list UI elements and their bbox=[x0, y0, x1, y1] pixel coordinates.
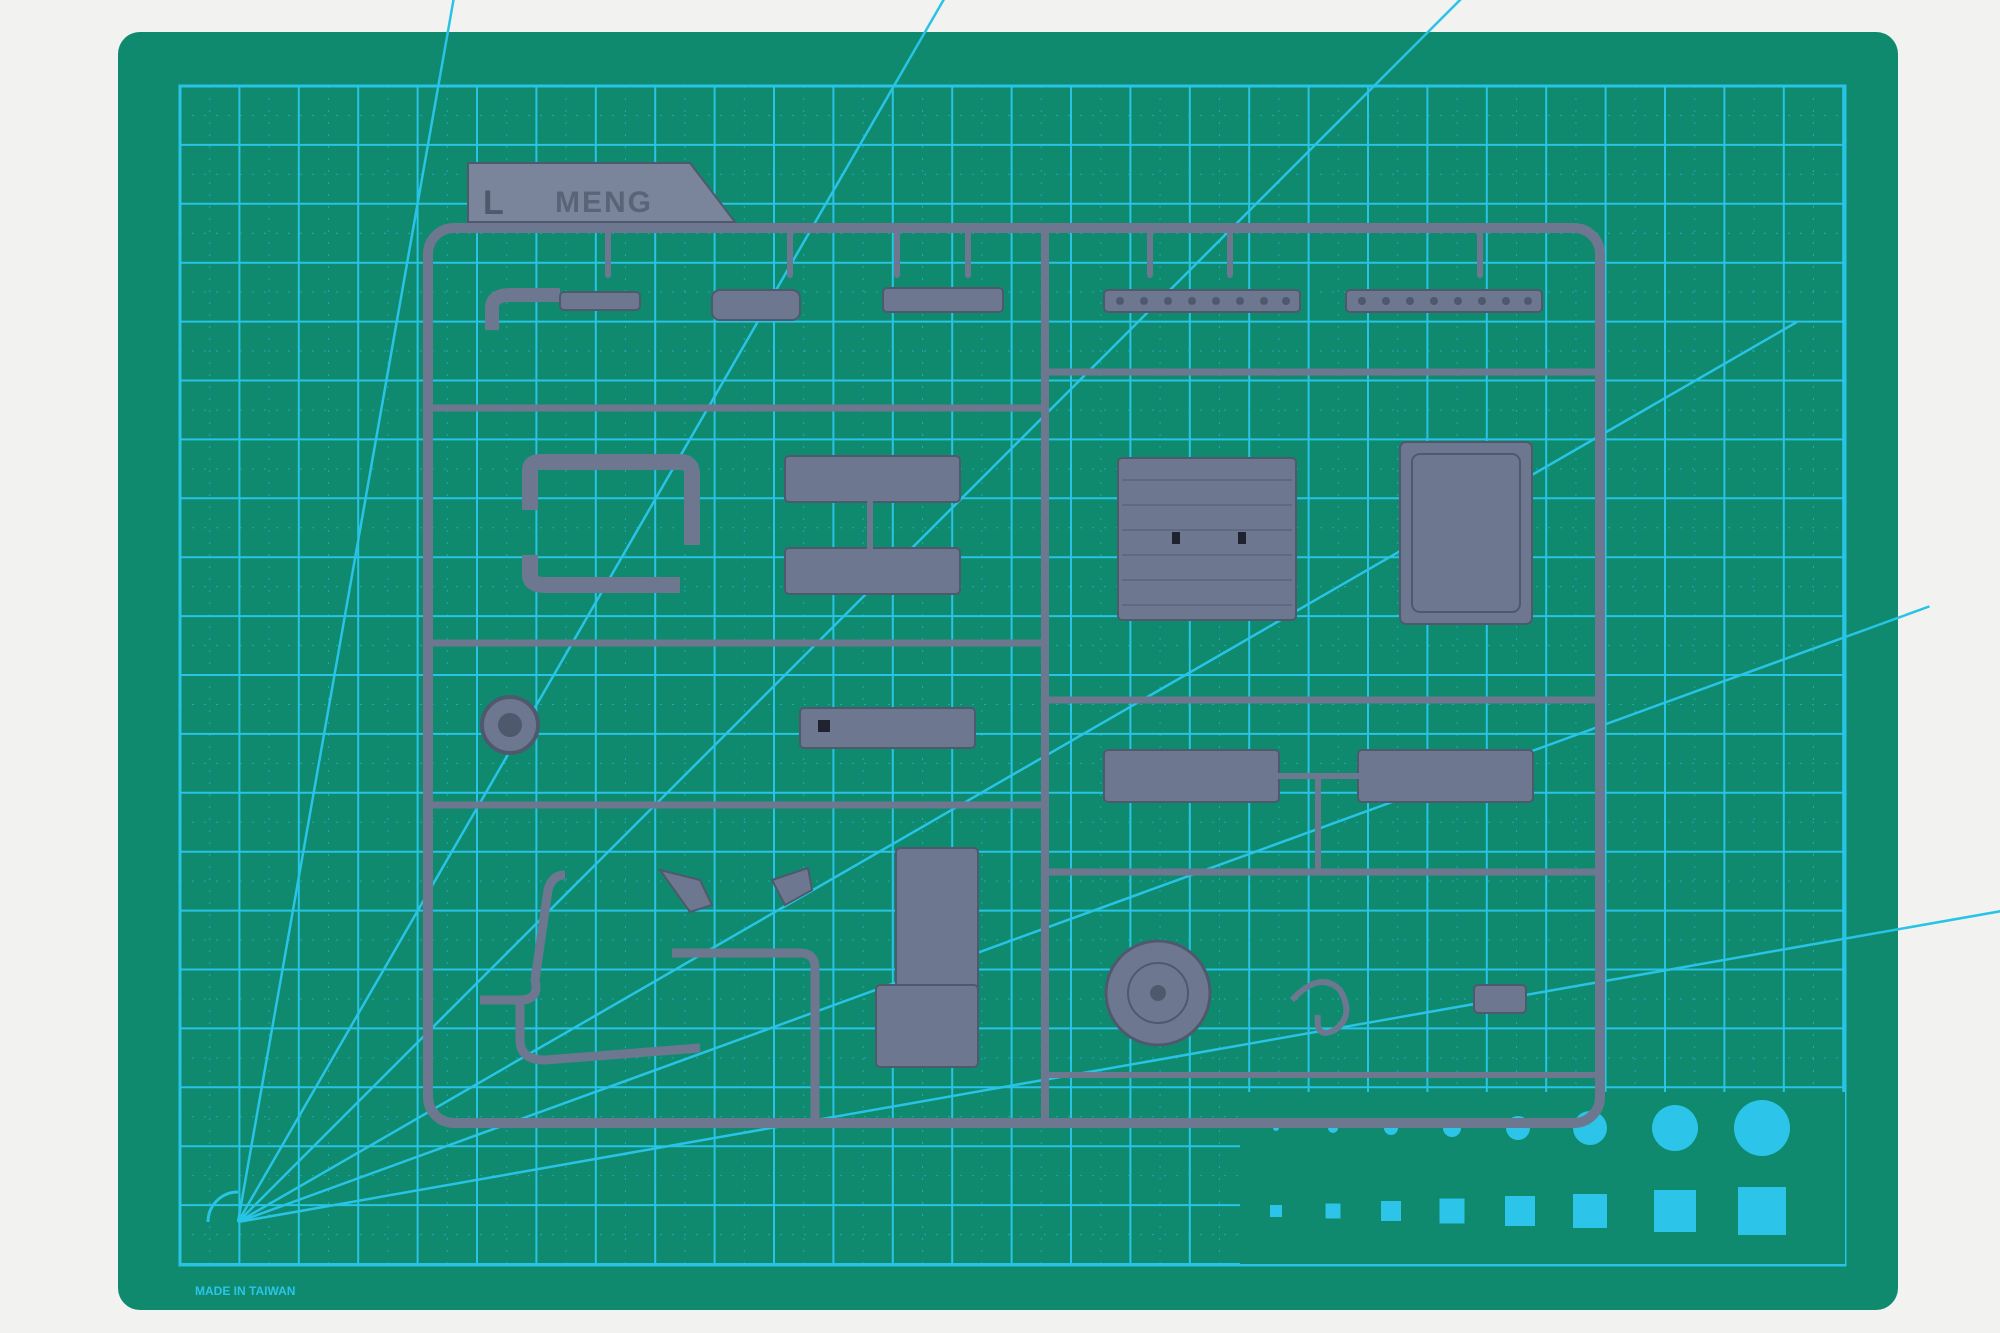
angle-guide-line bbox=[236, 0, 455, 1223]
rail-bolt bbox=[1406, 297, 1414, 305]
bracket-part bbox=[770, 866, 814, 907]
sprue-tab-letter: L bbox=[483, 184, 504, 222]
tall-slab-part bbox=[875, 984, 979, 1068]
panel-slot bbox=[1238, 532, 1246, 544]
panel-slot bbox=[1172, 532, 1180, 544]
track-bar-part bbox=[1357, 749, 1534, 803]
angle-guide-line bbox=[237, 910, 2000, 1224]
drum-ring bbox=[1127, 962, 1189, 1024]
angle-guide-line bbox=[236, 0, 945, 1223]
sprue-name-tab bbox=[467, 162, 738, 223]
small-clamp-part bbox=[1473, 984, 1527, 1014]
track-bar-part bbox=[1103, 749, 1280, 803]
rail-bolt bbox=[1260, 297, 1268, 305]
rail-bolt bbox=[1140, 297, 1148, 305]
square-gauge bbox=[1325, 1203, 1341, 1219]
block-hole bbox=[818, 720, 830, 732]
rail-bolt bbox=[1116, 297, 1124, 305]
rail-bolt bbox=[1188, 297, 1196, 305]
rail-part bbox=[1103, 289, 1301, 313]
rail-part bbox=[1345, 289, 1543, 313]
bracket-part bbox=[559, 291, 641, 311]
maker-text: MADE IN TAIWAN bbox=[195, 1284, 295, 1298]
block-part bbox=[799, 707, 976, 749]
rail-bolt bbox=[1454, 297, 1462, 305]
bent-pipe-part bbox=[515, 1000, 701, 1065]
angle-origin-arc bbox=[206, 1190, 239, 1223]
square-gauge bbox=[1654, 1190, 1696, 1232]
wire-part bbox=[1289, 979, 1350, 1036]
clamp-part bbox=[522, 555, 680, 593]
bent-pipe-part bbox=[480, 870, 566, 1005]
rail-bolt bbox=[1430, 297, 1438, 305]
rail-bolt bbox=[1358, 297, 1366, 305]
grated-panel-part bbox=[1117, 457, 1297, 621]
mat-gauge-area bbox=[1240, 1092, 1845, 1264]
drum-hub bbox=[1150, 985, 1166, 1001]
cylinder-part bbox=[711, 289, 801, 321]
square-gauge bbox=[1439, 1198, 1465, 1224]
clamp-part bbox=[522, 454, 700, 545]
sprue-frame bbox=[423, 223, 1605, 1128]
rail-bolt bbox=[1164, 297, 1172, 305]
rail-bolt bbox=[1502, 297, 1510, 305]
square-gauge bbox=[1573, 1194, 1607, 1228]
square-gauge bbox=[1381, 1201, 1401, 1221]
pipe-part bbox=[485, 288, 560, 330]
hatch-plate-border bbox=[1411, 453, 1521, 613]
rail-bolt bbox=[1282, 297, 1290, 305]
hatch-plate-part bbox=[1399, 441, 1533, 625]
square-gauge bbox=[1738, 1187, 1786, 1235]
circle-gauge bbox=[1652, 1105, 1698, 1151]
angle-guide-line bbox=[237, 320, 1798, 1224]
slab-part bbox=[784, 547, 961, 595]
wheel-hub bbox=[498, 713, 522, 737]
rail-bolt bbox=[1236, 297, 1244, 305]
square-gauge bbox=[1505, 1196, 1535, 1226]
plastic-sprue bbox=[423, 162, 1605, 1128]
tall-slab-part bbox=[895, 847, 979, 999]
square-gauge bbox=[1270, 1205, 1282, 1217]
rail-bolt bbox=[1524, 297, 1532, 305]
bent-pipe-part bbox=[672, 948, 820, 1118]
slab-part bbox=[784, 455, 961, 503]
rail-bolt bbox=[1382, 297, 1390, 305]
bracket-part bbox=[657, 868, 714, 914]
rail-bolt bbox=[1212, 297, 1220, 305]
grid-border bbox=[178, 84, 1847, 1267]
mat-grid bbox=[178, 84, 1847, 1267]
circle-gauge bbox=[1734, 1100, 1790, 1156]
rail-part bbox=[882, 287, 1004, 313]
rail-bolt bbox=[1478, 297, 1486, 305]
sprue-brand-logo: MENG bbox=[555, 186, 653, 219]
